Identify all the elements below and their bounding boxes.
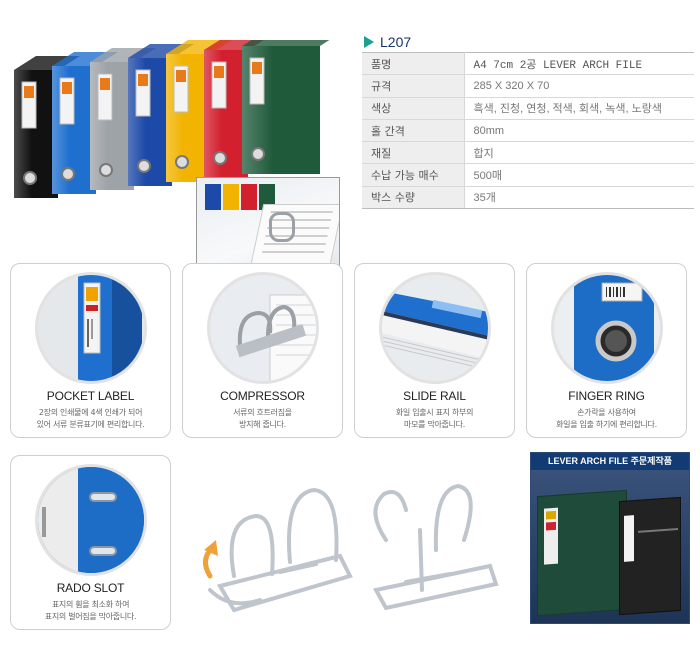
feature-title: COMPRESSOR (220, 389, 305, 403)
rado-slot-photo (35, 464, 147, 576)
spec-value: 80mm (464, 118, 694, 143)
spec-label: 수납 가능 매수 (362, 163, 465, 187)
spec-value: 285 X 320 X 70 (464, 74, 694, 98)
pocket-label-photo (35, 272, 147, 384)
inset-photo-compressor (196, 177, 340, 277)
finger-ring-photo (551, 272, 663, 384)
binder (14, 56, 80, 198)
binder (166, 40, 232, 182)
compressor-photo (207, 272, 319, 384)
spec-label: 홀 간격 (362, 118, 465, 143)
black-binder-image (619, 496, 681, 616)
feature-title: FINGER RING (568, 389, 645, 403)
lever-mechanism-diagram (203, 483, 499, 613)
spec-label: 재질 (362, 141, 465, 165)
spec-label: 규격 (362, 74, 465, 98)
binder (52, 52, 118, 194)
spec-value: 35개 (464, 185, 694, 210)
feature-title: POCKET LABEL (46, 389, 135, 403)
product-photo (8, 40, 348, 277)
slide-rail-photo (379, 272, 491, 384)
feature-title: RADO SLOT (56, 581, 125, 595)
lever-closed-drawing (208, 487, 353, 613)
green-binder-image (537, 489, 627, 617)
binder (242, 40, 330, 174)
spec-label: 품명 (362, 51, 465, 76)
binder (128, 44, 194, 186)
binder (204, 40, 264, 178)
custom-order-banner: LEVER ARCH FILE 주문제작품 (530, 452, 690, 624)
spec-value: 합지 (464, 141, 694, 165)
model-heading: L207 (364, 34, 411, 50)
binders-illustration (14, 40, 330, 198)
spec-label: 색상 (362, 96, 465, 120)
feature-title: SLIDE RAIL (403, 389, 466, 403)
custom-banner-title: LEVER ARCH FILE 주문제작품 (531, 453, 689, 470)
lever-open-drawing (372, 483, 499, 611)
triangle-bullet-icon (364, 36, 374, 48)
spec-value: A4 7cm 2공 LEVER ARCH FILE (464, 51, 694, 76)
spec-value: 흑색, 진청, 연청, 적색, 회색, 녹색, 노랑색 (464, 96, 694, 120)
spec-value: 500매 (464, 163, 694, 187)
model-number: L207 (380, 34, 412, 50)
spec-label: 박스 수량 (362, 185, 465, 210)
